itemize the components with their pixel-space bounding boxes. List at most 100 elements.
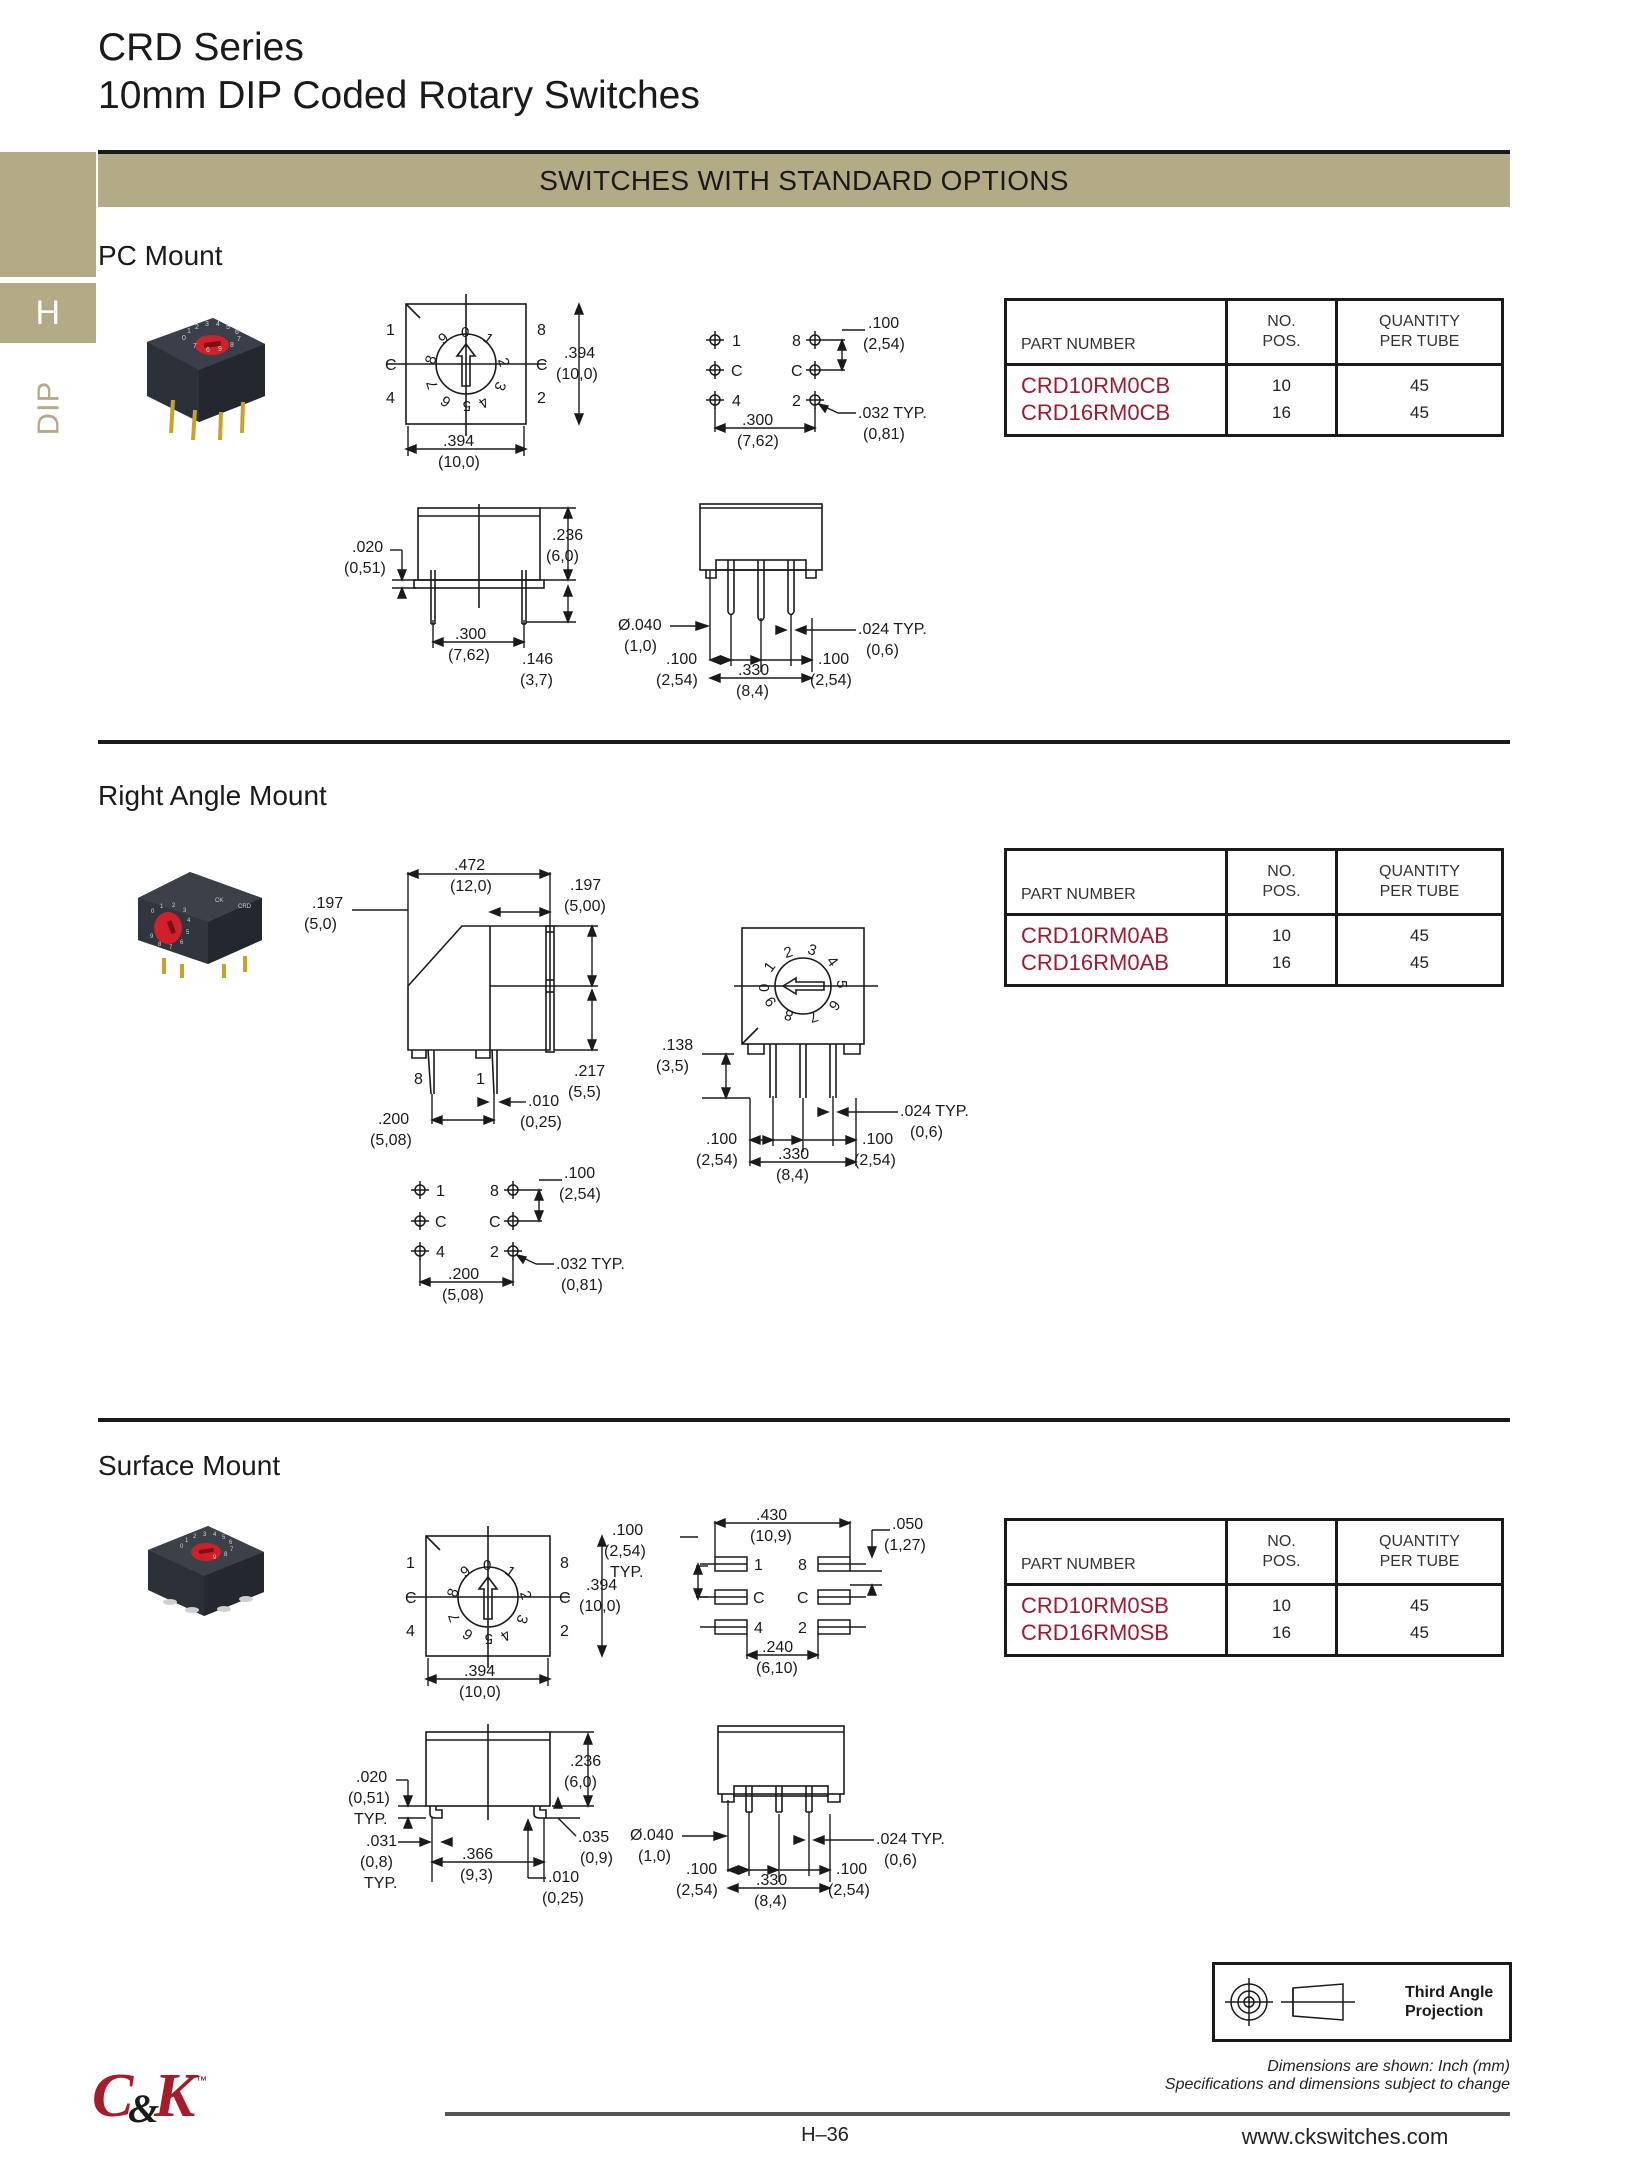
dim-ra-pad-dia-mm: (0,81): [561, 1277, 603, 1294]
dim-smt-pitch-r-mm: (2,54): [828, 1882, 870, 1899]
dim-pin-w-mm: (0,6): [866, 642, 899, 659]
cell-qty: 45: [1410, 953, 1429, 972]
svg-text:C: C: [797, 1590, 809, 1607]
dim-hole-dia-in: Ø.040: [618, 617, 662, 634]
cell-qty: 45: [1410, 403, 1429, 422]
section-banner: SWITCHES WITH STANDARD OPTIONS: [98, 150, 1510, 207]
dim-ra-pad-dia-in: .032 TYP.: [556, 1256, 625, 1273]
dim-right-h-in: .197: [570, 877, 601, 894]
sidebar-tab-strip: H DIP: [0, 0, 96, 2175]
table-header-row: PART NUMBER NO. POS. QUANTITY PER TUBE: [1007, 1521, 1501, 1583]
dim-hole-dia-mm: (1,0): [624, 638, 657, 655]
dim-ra-pin-row-in: .330: [778, 1146, 809, 1163]
svg-text:9: 9: [213, 1555, 217, 1561]
dim-pitch-right-mm: (2,54): [810, 672, 852, 689]
dim-ra-pin-w-in: .024 TYP.: [900, 1103, 969, 1120]
dim-top-height-mm: (10,0): [556, 366, 598, 383]
svg-text:6: 6: [206, 347, 210, 354]
svg-text:4: 4: [216, 321, 220, 328]
col-no-pos-l1: NO.: [1267, 863, 1296, 880]
svg-text:C: C: [559, 1590, 571, 1607]
footer-note-l2: Specifications and dimensions subject to…: [1164, 2076, 1510, 2093]
svg-text:5: 5: [222, 1535, 226, 1541]
dim-ra-pitch-r-mm: (2,54): [854, 1152, 896, 1169]
svg-text:8: 8: [224, 1552, 228, 1558]
dim-smt-top-w-in: .394: [464, 1663, 495, 1680]
dim-smt-pitch-r-in: .100: [836, 1861, 867, 1878]
table-row: CRD16RM0SB: [1021, 1620, 1169, 1645]
svg-text:0: 0: [180, 1544, 184, 1550]
dim-body-h-in: .236: [552, 527, 583, 544]
sidebar-letter-text: H: [35, 293, 61, 332]
svg-text:8: 8: [414, 1071, 423, 1088]
cell-qty: 45: [1410, 1596, 1429, 1615]
dim-pad-span-mm: (7,62): [737, 433, 779, 450]
col-no-pos-l1: NO.: [1267, 313, 1296, 330]
dim-ra-pad-pitch-in: .100: [564, 1165, 595, 1182]
dim-smt-pin-row-mm: (8,4): [754, 1893, 787, 1910]
svg-text:9: 9: [218, 346, 222, 353]
svg-text:2: 2: [193, 1534, 197, 1540]
svg-text:8: 8: [158, 942, 162, 948]
dim-pad-pitch-in: .100: [868, 315, 899, 332]
dim-smt-pad-inner-mm: (6,10): [756, 1660, 798, 1677]
website-url[interactable]: www.ckswitches.com: [1241, 2124, 1449, 2149]
table-row: CRD10RM0AB: [1021, 923, 1169, 948]
dim-pin-gap-mm: (0,25): [520, 1114, 562, 1131]
dim-smt-hole-dia-in: Ø.040: [630, 1827, 674, 1844]
dim-ra-pin-w-mm: (0,6): [910, 1124, 943, 1141]
svg-text:8: 8: [792, 333, 801, 350]
dim-smt-foot-h-mm: (0,9): [580, 1850, 613, 1867]
svg-text:C: C: [753, 1590, 765, 1607]
third-angle-projection-box: Third Angle Projection: [1212, 1962, 1512, 2042]
pc-mount-side-view: .020 (0,51) .236 (6,0) .146 (3,7) .300 (…: [330, 500, 670, 700]
sidebar-section-letter: H: [0, 283, 96, 343]
svg-text:4: 4: [406, 1623, 415, 1640]
dim-ra-pin-span-in: .200: [378, 1111, 409, 1128]
dim-ra-pad-span-mm: (5,08): [442, 1287, 484, 1304]
cell-qty: 45: [1410, 1623, 1429, 1642]
svg-text:2: 2: [560, 1623, 569, 1640]
col-no-pos-l1: NO.: [1267, 1533, 1296, 1550]
svg-text:3: 3: [183, 908, 187, 914]
dim-pin-len-mm: (3,7): [520, 672, 553, 689]
col-qty-l2: PER TUBE: [1379, 333, 1460, 350]
svg-text:5: 5: [226, 324, 230, 331]
section-divider-1: [98, 740, 1510, 744]
svg-text:4: 4: [386, 390, 395, 407]
dim-pin-span-in: .300: [455, 626, 486, 643]
col-no-pos-l2: POS.: [1262, 883, 1301, 900]
table-row: CRD10RM0SB: [1021, 1593, 1169, 1618]
footer-rule: [445, 2112, 1510, 2116]
svg-text:1: 1: [476, 1071, 485, 1088]
col-qty-l1: QUANTITY: [1379, 1533, 1460, 1550]
pc-mount-parts-table: PART NUMBER NO. POS. QUANTITY PER TUBE C…: [1004, 298, 1504, 437]
table-header-row: PART NUMBER NO. POS. QUANTITY PER TUBE: [1007, 301, 1501, 363]
dim-body-h-mm: (6,0): [546, 548, 579, 565]
dim-smt-foot-t-mm: (0,25): [542, 1890, 584, 1907]
dim-smt-pad-inner-in: .240: [762, 1639, 793, 1656]
svg-text:1: 1: [732, 333, 741, 350]
cell-pos: 16: [1272, 403, 1291, 422]
sidebar-category-text: DIP: [30, 380, 65, 436]
svg-text:8: 8: [798, 1557, 807, 1574]
dim-ra-pitch-l-in: .100: [706, 1131, 737, 1148]
dim-smt-foot-w-in: .031: [366, 1833, 397, 1850]
dim-low-h-mm: (5,5): [568, 1084, 601, 1101]
svg-text:0: 0: [483, 1557, 491, 1574]
dim-top-width-in: .394: [443, 433, 474, 450]
dim-ra-pad-span-in: .200: [448, 1266, 479, 1283]
dim-depth-in: .472: [454, 857, 485, 874]
col-no-pos-l2: POS.: [1262, 333, 1301, 350]
svg-text:3: 3: [205, 321, 209, 328]
svg-text:5: 5: [833, 980, 850, 988]
svg-text:2: 2: [798, 1620, 807, 1637]
dim-smt-pad-w-mm: (1,27): [884, 1537, 926, 1554]
svg-text:&: &: [128, 2086, 159, 2131]
dim-smt-pitch-l-in: .100: [686, 1861, 717, 1878]
projection-label-l1: Third Angle: [1405, 1984, 1494, 2001]
svg-text:0: 0: [461, 324, 469, 341]
svg-text:8: 8: [537, 322, 546, 339]
dim-pad-pitch-mm: (2,54): [863, 336, 905, 353]
svg-text:1: 1: [754, 1557, 763, 1574]
